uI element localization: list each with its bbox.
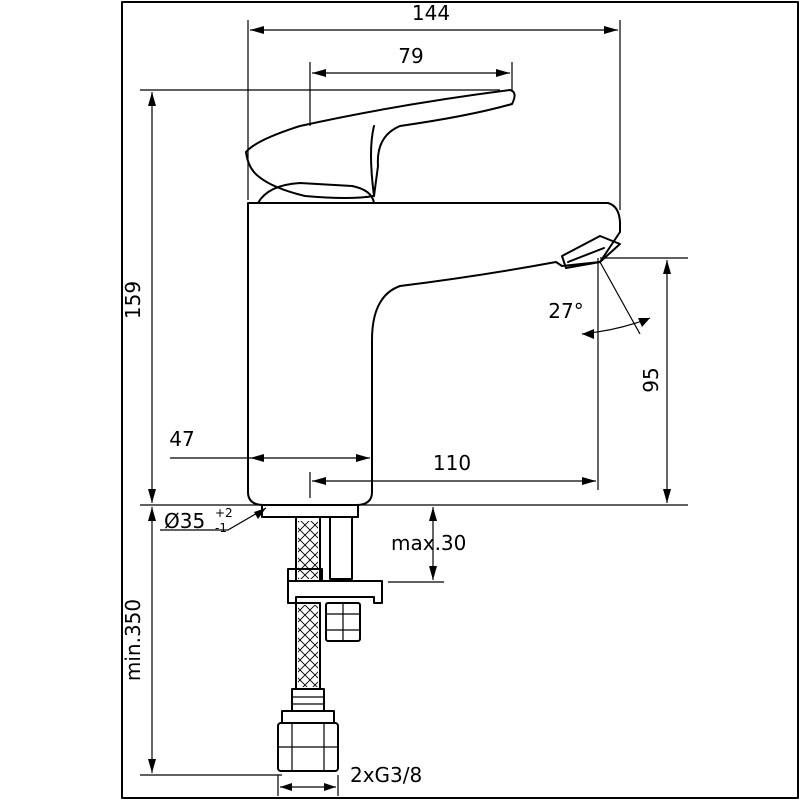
dimension-arrowheads: [148, 26, 671, 791]
label-spout-reach: 110: [433, 451, 471, 475]
label-body-width: 47: [169, 427, 194, 451]
label-max-thickness: max.30: [391, 531, 466, 555]
label-spout-height: 95: [639, 367, 663, 392]
label-tolerance-upper: +2: [215, 506, 233, 520]
label-spout-angle: 27°: [548, 299, 583, 323]
label-total-width: 144: [412, 1, 450, 25]
label-tolerance-lower: -1: [215, 521, 227, 535]
label-total-height: 159: [121, 281, 145, 319]
drawing-frame: [121, 1, 799, 799]
faucet-body: [245, 89, 621, 518]
label-connection: 2xG3/8: [350, 763, 422, 787]
mounting-parts: [277, 516, 383, 772]
dimension-lines: [140, 20, 688, 796]
label-lever-width: 79: [398, 44, 423, 68]
label-hole-diameter: Ø35: [164, 509, 205, 533]
label-min-hose-length: min.350: [121, 599, 145, 681]
dimension-labels: 144 79 159 95 27° 47 110 Ø35 +2 -1 max.3…: [121, 1, 663, 787]
